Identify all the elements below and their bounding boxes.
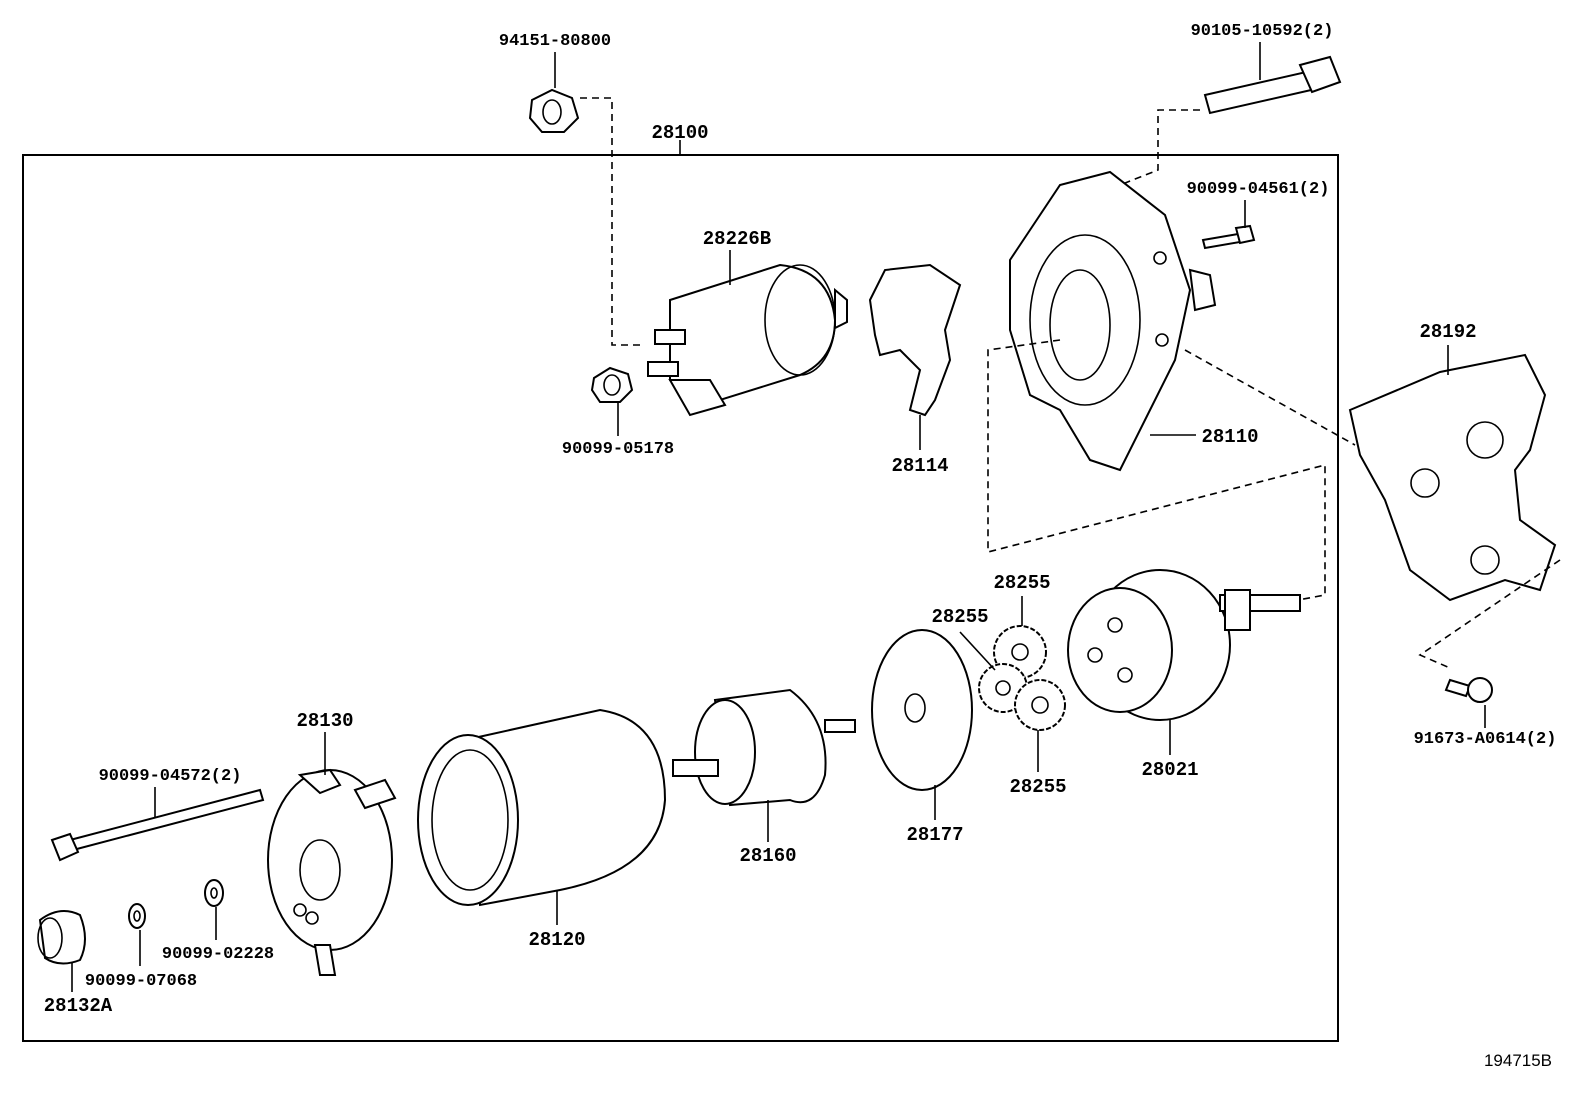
armature-part[interactable] bbox=[672, 688, 856, 842]
nut-top-part[interactable] bbox=[528, 52, 640, 346]
bracket-part[interactable] bbox=[1348, 345, 1561, 669]
solenoid-part[interactable] bbox=[647, 250, 848, 417]
label-washer-b: 90099-07068 bbox=[85, 972, 197, 991]
label-through-bolt: 90099-04572(2) bbox=[99, 767, 242, 786]
label-bracket: 28192 bbox=[1419, 321, 1476, 343]
housing-part[interactable] bbox=[987, 170, 1356, 601]
end-frame-part[interactable] bbox=[267, 732, 397, 976]
label-gear-top: 28255 bbox=[993, 572, 1050, 594]
label-end-frame: 28130 bbox=[296, 710, 353, 732]
label-gear-left: 28255 bbox=[931, 606, 988, 628]
label-clutch: 28021 bbox=[1141, 759, 1198, 781]
yoke-part[interactable] bbox=[417, 708, 667, 925]
through-bolt-part[interactable] bbox=[50, 787, 265, 862]
figure-id: 194715B bbox=[1484, 1051, 1552, 1070]
label-bracket-bolt: 91673-A0614(2) bbox=[1414, 730, 1557, 749]
label-nut-top: 94151-80800 bbox=[499, 32, 611, 51]
clutch-part[interactable] bbox=[1067, 569, 1301, 755]
label-bolt-small: 90099-04561(2) bbox=[1187, 180, 1330, 199]
label-bolt-top: 90105-10592(2) bbox=[1191, 22, 1334, 41]
bolt-top-part[interactable] bbox=[1119, 42, 1342, 186]
bracket-bolt-part[interactable] bbox=[1444, 677, 1493, 728]
plate-part[interactable] bbox=[871, 629, 973, 820]
bolt-small-part[interactable] bbox=[1201, 200, 1256, 250]
label-assembly: 28100 bbox=[651, 122, 708, 144]
gear-bottom-part[interactable] bbox=[1014, 679, 1066, 772]
washer-b-part[interactable] bbox=[128, 903, 146, 966]
washer-a-part[interactable] bbox=[204, 879, 224, 940]
label-yoke: 28120 bbox=[528, 929, 585, 951]
label-lever: 28114 bbox=[891, 455, 948, 477]
label-plate: 28177 bbox=[906, 824, 963, 846]
label-solenoid: 28226B bbox=[703, 228, 771, 250]
nut-solenoid-part[interactable] bbox=[590, 366, 634, 436]
cap-part[interactable] bbox=[37, 910, 86, 992]
label-gear-bottom: 28255 bbox=[1009, 776, 1066, 798]
lever-part[interactable] bbox=[868, 263, 962, 450]
label-nut-solenoid: 90099-05178 bbox=[562, 440, 674, 459]
label-cap: 28132A bbox=[44, 995, 113, 1017]
label-housing: 28110 bbox=[1201, 426, 1258, 448]
label-armature: 28160 bbox=[739, 845, 796, 867]
label-washer-a: 90099-02228 bbox=[162, 945, 274, 964]
